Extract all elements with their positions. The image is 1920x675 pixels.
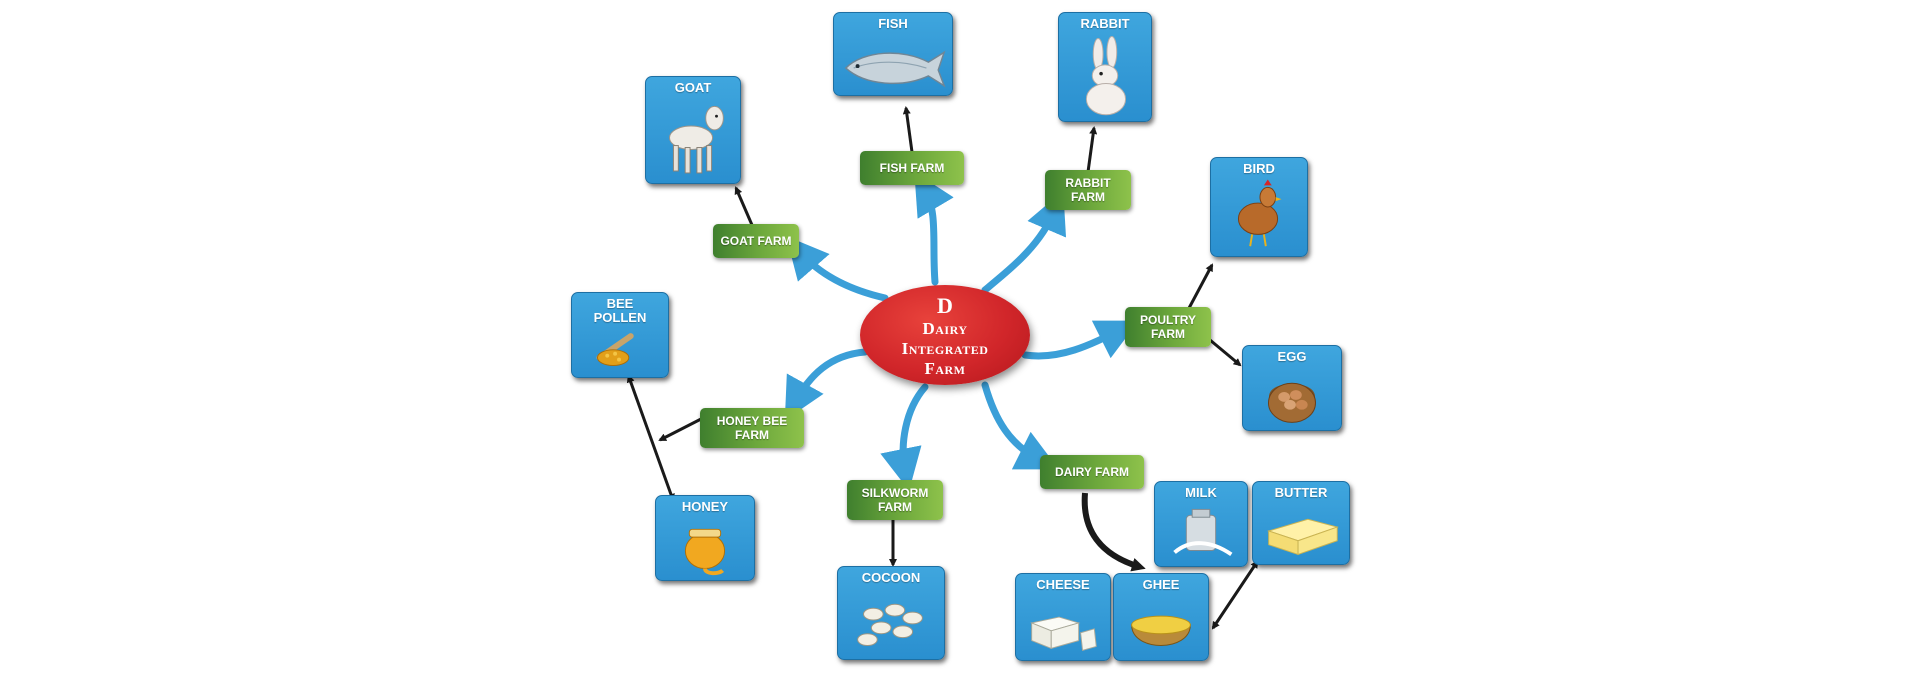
cocoon-icon xyxy=(857,603,923,646)
product-label: BEE POLLEN xyxy=(572,297,668,325)
product-cheese: CHEESE xyxy=(1015,573,1111,661)
connector-hub-to-honeybee-farm xyxy=(784,348,869,421)
arrow-rabbit-farm-to-rabbit xyxy=(1086,126,1098,173)
hub-title-line: Integrated xyxy=(901,339,989,358)
farm-node-fish: FISH FARM xyxy=(860,151,964,185)
product-label: EGG xyxy=(1277,349,1307,364)
farm-label: HONEY BEE xyxy=(716,414,788,428)
farm-label: FISH FARM xyxy=(879,161,945,175)
connector-hub-to-rabbit-farm xyxy=(981,190,1067,294)
pollen-scoop-icon xyxy=(596,333,634,366)
farm-label: POULTRY xyxy=(1140,313,1196,327)
farm-node-honeybee: HONEY BEE FARM xyxy=(700,408,804,448)
hub-title-line: Dairy xyxy=(922,319,968,338)
arrow-dairy-farm-to-products xyxy=(1081,492,1146,572)
product-label: CHEESE xyxy=(1036,577,1090,592)
hen-icon xyxy=(1237,179,1282,247)
cheese-block-icon xyxy=(1029,616,1097,651)
product-milk: MILK xyxy=(1154,481,1248,567)
product-butter: BUTTER xyxy=(1252,481,1350,565)
farm-label: FARM xyxy=(878,500,912,514)
farm-label: DAIRY FARM xyxy=(1054,465,1129,479)
connector-hub-to-silkworm-farm xyxy=(880,383,929,491)
product-label: FISH xyxy=(878,16,908,31)
connector-hub-to-poultry-farm xyxy=(1021,320,1139,360)
farm-node-poultry: POULTRY FARM xyxy=(1125,307,1211,347)
goat-icon xyxy=(669,105,724,174)
product-bird: BIRD xyxy=(1210,157,1308,257)
product-label: RABBIT xyxy=(1080,16,1130,31)
arrow-goat-farm-to-goat xyxy=(734,186,754,226)
farm-label: FARM xyxy=(1071,190,1105,204)
butter-block-icon xyxy=(1267,518,1339,556)
connector-hub-to-fish-farm xyxy=(914,171,954,286)
product-label-line: POLLEN xyxy=(593,310,647,325)
arrow-bee-pollen-honey xyxy=(626,374,675,502)
arrow-poultry-farm-to-bird xyxy=(1186,263,1214,311)
product-bee-pollen: BEE POLLEN xyxy=(571,292,669,378)
farm-node-dairy: DAIRY FARM xyxy=(1040,455,1144,489)
connector-hub-to-dairy-farm xyxy=(981,381,1059,470)
milk-can-icon xyxy=(1173,508,1233,557)
hub-logo: D xyxy=(937,293,953,318)
product-label: HONEY xyxy=(681,499,729,514)
product-ghee: GHEE xyxy=(1113,573,1209,661)
product-honey: HONEY xyxy=(655,495,755,581)
product-label: GOAT xyxy=(674,80,712,95)
product-label: MILK xyxy=(1185,485,1217,500)
arrow-honeybee-farm-to-junction xyxy=(658,416,704,442)
fish-icon xyxy=(844,50,946,88)
egg-basket-icon xyxy=(1267,382,1316,423)
farm-label: RABBIT xyxy=(1065,176,1111,190)
hub-dairy-integrated-farm: D Dairy Integrated Farm xyxy=(860,285,1030,385)
arrow-poultry-farm-to-egg xyxy=(1209,338,1242,367)
arrow-fish-farm-to-fish xyxy=(902,106,914,153)
farm-label: SILKWORM xyxy=(861,486,929,500)
product-goat: GOAT xyxy=(645,76,741,184)
farm-node-silkworm: SILKWORM FARM xyxy=(847,480,943,520)
product-rabbit: RABBIT xyxy=(1058,12,1152,122)
farm-label: GOAT FARM xyxy=(720,234,792,248)
hub-title-line: Farm xyxy=(924,359,966,378)
farm-label: FARM xyxy=(1151,327,1185,341)
farm-label: FARM xyxy=(735,428,769,442)
product-cocoon: COCOON xyxy=(837,566,945,660)
product-fish: FISH xyxy=(833,12,953,96)
ghee-bowl-icon xyxy=(1131,615,1191,646)
product-label-line: BEE xyxy=(606,296,634,311)
product-label: GHEE xyxy=(1142,577,1180,592)
rabbit-icon xyxy=(1085,36,1127,116)
arrow-butter-ghee xyxy=(1211,560,1259,630)
connector-hub-to-goat-farm xyxy=(786,236,889,302)
farm-node-goat: GOAT FARM xyxy=(713,224,799,258)
product-label: COCOON xyxy=(861,570,921,585)
product-label: BIRD xyxy=(1243,161,1275,176)
honey-pot-icon xyxy=(684,528,726,576)
farm-node-rabbit: RABBIT FARM xyxy=(1045,170,1131,210)
product-egg: EGG xyxy=(1242,345,1342,431)
product-label: BUTTER xyxy=(1274,485,1328,500)
hub-title: Dairy Integrated Farm xyxy=(860,319,1030,379)
